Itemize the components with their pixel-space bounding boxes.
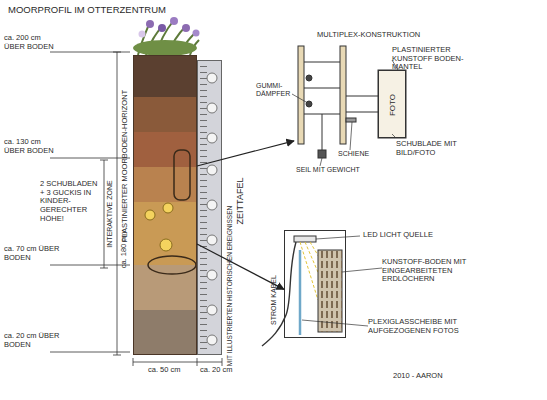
leader-line: [292, 60, 398, 166]
timeline-ticks: [197, 62, 222, 354]
soil-profile-column: PLASTINIERTER MOORBODEN-HORIZONT: [133, 55, 197, 355]
part-label: SCHUBLADE MIT BILD/FOTO: [396, 140, 468, 157]
event-icon: [207, 133, 217, 143]
part-label: KUNSTOFF-BODEN MIT EINGEARBEITETEN ERDLÖ…: [382, 258, 494, 284]
node-text: PLASTINIERTER MOORBODEN-HORIZONT: [121, 90, 130, 242]
flower: [170, 17, 178, 25]
soil-layer: [133, 132, 197, 167]
arrow-connector: [197, 244, 284, 289]
dimension-label: ca. 180 cm: [120, 232, 129, 269]
soil-layer: [133, 202, 197, 265]
peephole-detail: [262, 236, 382, 346]
flower: [182, 24, 190, 32]
height-label: ca. 130 cm ÜBER BODEN: [4, 138, 60, 155]
event-icon: [207, 103, 217, 113]
timeline-events: [207, 73, 217, 345]
rubber-damper: [306, 75, 312, 81]
timeline-strip: [197, 60, 222, 355]
dimension-label: ca. 50 cm: [148, 366, 181, 375]
drawer-slide: [346, 96, 378, 112]
zone-label: INTERAKTIVE ZONE: [106, 180, 114, 247]
drawer-front: [378, 70, 406, 138]
part-label: PLASTINIERTER KUNSTOFF BODEN-MANTEL: [392, 46, 492, 72]
node-text: LED LICHT QUELLE: [363, 231, 433, 240]
part-label: GUMMI-DÄMPFER: [256, 82, 294, 98]
timeline-board: ZEITTAFELMIT ILLUSTRIERTEN HISTORISCHEN …: [197, 60, 222, 355]
leader-line: [302, 236, 382, 326]
earth-holes: [318, 250, 342, 332]
plexiglass-pane: [299, 250, 302, 335]
node-text: ZEITTAFEL: [235, 178, 245, 225]
lamp: [294, 236, 316, 242]
rubber-damper: [306, 101, 312, 107]
part-label: SCHIENE: [338, 150, 369, 158]
weight: [318, 150, 326, 158]
rope: [322, 114, 323, 150]
signature: 2010 - AARON: [393, 372, 443, 381]
title: MOORPROFIL IM OTTERZENTRUM: [8, 5, 166, 16]
soil-layers: [133, 55, 197, 355]
node-text: MULTIPLEX-KONSTRUKTION: [317, 31, 420, 40]
power-cable: [262, 242, 296, 346]
part-label: SEIL MIT GEWICHT: [296, 166, 360, 174]
multiplex-plate: [340, 46, 346, 144]
plastic-floor: [318, 250, 342, 332]
flower: [139, 31, 146, 38]
event-icon: [207, 165, 217, 175]
photo-drawer: FOTO: [378, 70, 406, 138]
event-icon: [207, 200, 217, 210]
height-label: ca. 200 cm ÜBER BODEN: [4, 34, 60, 51]
dimension-label: ca. 20 cm: [200, 366, 233, 375]
dimension-line: [133, 358, 222, 366]
drawer-outline: [148, 256, 196, 274]
peephole: [160, 239, 172, 251]
soil-layer: [133, 167, 197, 202]
drawer-construction-detail: MULTIPLEX-KONSTRUKTION: [294, 44, 352, 146]
arrow-connector: [197, 141, 294, 166]
event-icon: [207, 235, 217, 245]
event-icon: [207, 305, 217, 315]
flower: [158, 24, 166, 32]
flower: [193, 30, 200, 37]
height-label: ca. 20 cm ÜBER BODEN: [4, 332, 60, 349]
peephole: [145, 210, 155, 220]
rail: [346, 118, 356, 122]
plant-cover: [133, 17, 200, 56]
height-label: ca. 70 cm ÜBER BODEN: [4, 245, 60, 262]
multiplex-plate: [298, 46, 304, 144]
soil-layer: [133, 55, 197, 97]
event-icon: [207, 73, 217, 83]
flower: [146, 20, 154, 28]
event-icon: [207, 270, 217, 280]
peephole: [163, 203, 173, 213]
drawer-outline: [174, 150, 190, 200]
shelf: [304, 62, 340, 114]
soil-layer: [133, 310, 197, 355]
node-text: FOTO: [388, 94, 397, 116]
part-label: PLEXIGLASSCHEIBE MIT AUFGEZOGENEN FOTOS: [368, 318, 490, 335]
event-icon: [207, 335, 217, 345]
note: 2 SCHUBLADEN + 3 GUCKIS IN KINDER-GERECH…: [40, 180, 98, 223]
soil-layer: [133, 97, 197, 132]
drawer-detail: [292, 46, 406, 166]
plant-leaves: [133, 40, 197, 56]
part-label: STROM KABEL: [270, 275, 278, 325]
node-text: MIT ILLUSTRIERTEN HISTORISCHEN EREIGNISS…: [226, 206, 233, 366]
peephole-detail: LED LICHT QUELLE: [284, 230, 346, 338]
